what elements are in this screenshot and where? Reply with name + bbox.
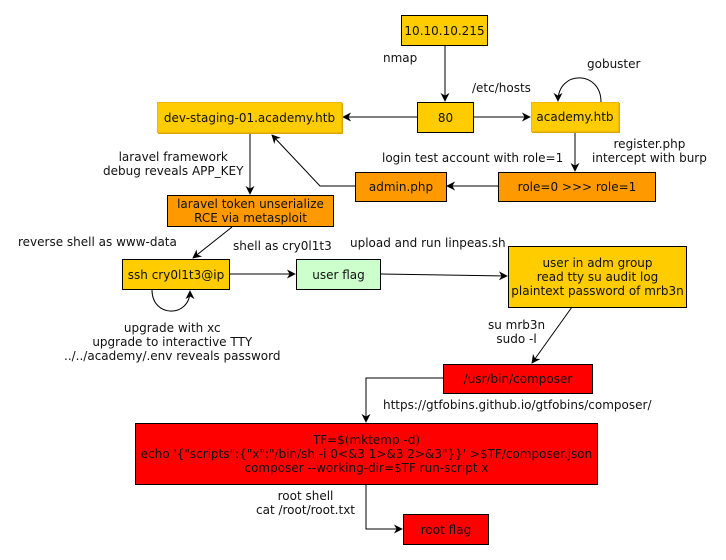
- node-composer-exploit: TF=$(mktemp -d) echo '{"scripts":{"x":"/…: [135, 423, 598, 485]
- edge-label-su-line: sudo -l: [496, 332, 537, 346]
- node-composer-exploit-line: echo '{"scripts":{"x":"/bin/sh -i 0<&3 1…: [140, 447, 593, 461]
- node-adm-group-line: user in adm group: [542, 256, 653, 270]
- node-port-80-label: 80: [437, 110, 454, 125]
- edge-label-register: register.php intercept with burp: [592, 137, 707, 165]
- edge-adm-to-composer: [531, 306, 573, 364]
- edge-label-upgrade-line: ../../academy/.env reveals password: [64, 349, 281, 363]
- edge-label-su: su mrb3n sudo -l: [488, 318, 545, 346]
- node-academy-htb-label: academy.htb: [536, 110, 614, 124]
- edge-ssh-loop: [151, 289, 195, 312]
- node-root-flag-label: root flag: [420, 522, 472, 537]
- node-role-change: role=0 >>> role=1: [498, 172, 656, 202]
- edge-admin-to-devstaging: [271, 134, 355, 187]
- node-ip: 10.10.10.215: [401, 15, 488, 46]
- edge-label-root-shell-line: cat /root/root.txt: [256, 503, 355, 517]
- node-ip-label: 10.10.10.215: [404, 23, 485, 38]
- node-composer: /usr/bin/composer: [443, 364, 593, 394]
- edge-label-laravel-framework: laravel framework debug reveals APP_KEY: [103, 150, 243, 178]
- edge-userflag-to-adm: [379, 271, 508, 281]
- edge-label-upgrade-line: upgrade with xc: [123, 321, 221, 335]
- node-adm-group-line: read tty su audit log: [536, 270, 659, 284]
- node-dev-staging: dev-staging-01.academy.htb: [157, 102, 342, 133]
- node-ssh: ssh cry0l1t3@ip: [122, 259, 230, 290]
- edge-label-shell-as: shell as cry0l1t3: [233, 239, 332, 253]
- node-dev-staging-label: dev-staging-01.academy.htb: [163, 110, 336, 125]
- edge-label-laravel-framework-line: debug reveals APP_KEY: [103, 164, 244, 178]
- edge-label-login: login test account with role=1: [382, 151, 564, 165]
- node-laravel-rce-line: RCE via metasploit: [194, 211, 307, 225]
- node-composer-exploit-line: TF=$(mktemp -d): [312, 433, 421, 447]
- edge-label-nmap: nmap: [383, 51, 418, 65]
- edge-label-su-line: su mrb3n: [488, 318, 546, 332]
- edge-label-reverse-shell: reverse shell as www-data: [18, 235, 177, 249]
- node-admin-php-label: admin.php: [368, 180, 434, 194]
- edge-label-root-shell: root shell cat /root/root.txt: [256, 489, 355, 517]
- node-laravel-rce-line: laravel token unserialize: [177, 197, 324, 211]
- edge-exploit-to-rootflag: [365, 484, 403, 534]
- edge-label-gtfobins: https://gtfobins.github.io/gtfobins/comp…: [383, 398, 652, 412]
- edge-gobuster-loop: [553, 77, 602, 103]
- edge-laravel-to-ssh: [192, 226, 233, 259]
- edge-label-register-line: intercept with burp: [592, 151, 707, 165]
- edge-label-upgrade-line: upgrade to interactive TTY: [92, 335, 253, 349]
- edge-label-etc-hosts: /etc/hosts: [472, 81, 531, 95]
- node-adm-group-line: plaintext password of mrb3n: [511, 284, 684, 298]
- edge-label-gobuster: gobuster: [587, 57, 641, 71]
- edge-label-upgrade: upgrade with xc upgrade to interactive T…: [64, 321, 280, 363]
- node-port-80: 80: [417, 102, 474, 133]
- node-adm-group: user in adm group read tty su audit log …: [508, 246, 687, 308]
- node-user-flag-label: user flag: [312, 267, 365, 282]
- edge-label-laravel-framework-line: laravel framework: [118, 150, 228, 164]
- edge-label-register-line: register.php: [613, 137, 686, 151]
- edge-composer-to-exploit: [361, 377, 443, 423]
- node-academy-htb: academy.htb: [531, 102, 619, 132]
- edge-label-linpeas: upload and run linpeas.sh: [350, 236, 506, 250]
- node-role-change-label: role=0 >>> role=1: [517, 180, 637, 194]
- node-root-flag: root flag: [403, 514, 489, 545]
- node-composer-label: /usr/bin/composer: [463, 372, 573, 386]
- node-user-flag: user flag: [296, 259, 381, 290]
- node-ssh-label: ssh cry0l1t3@ip: [127, 267, 225, 282]
- node-admin-php: admin.php: [355, 172, 447, 202]
- edge-label-root-shell-line: root shell: [277, 489, 334, 503]
- node-composer-exploit-line: composer --working-dir=$TF run-script x: [244, 461, 489, 475]
- node-laravel-rce: laravel token unserialize RCE via metasp…: [167, 195, 334, 227]
